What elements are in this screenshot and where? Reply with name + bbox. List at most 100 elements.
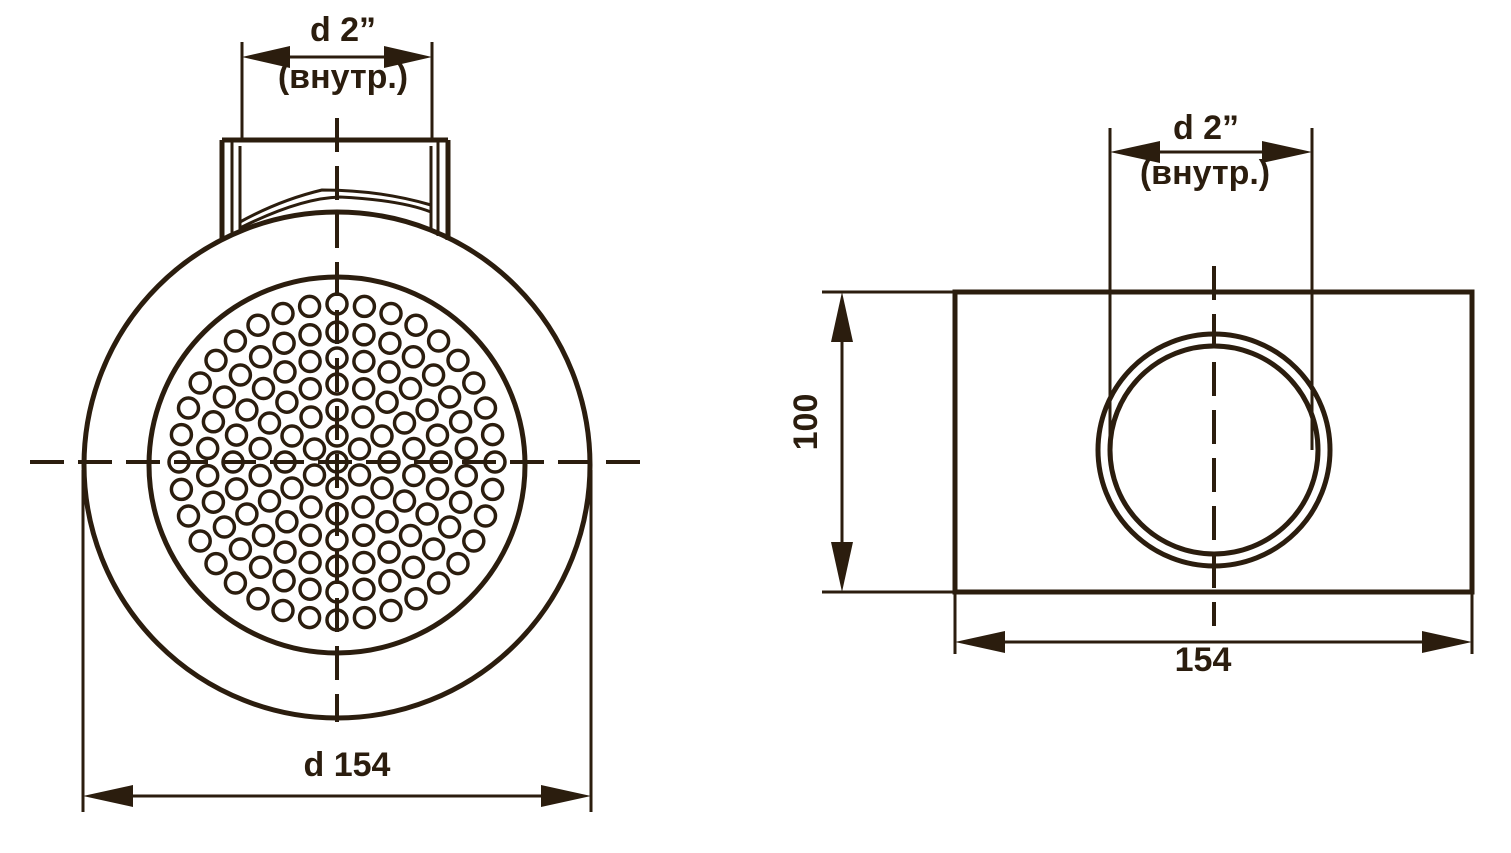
perforation-hole bbox=[402, 436, 426, 461]
perforation-hole bbox=[377, 360, 401, 384]
perforation-hole bbox=[201, 410, 226, 434]
perforation-hole bbox=[448, 410, 473, 434]
front-diameter-label: d 154 bbox=[304, 746, 391, 784]
perforation-hole bbox=[248, 555, 273, 579]
perforation-hole bbox=[415, 502, 439, 526]
perforation-hole bbox=[275, 390, 299, 414]
perforation-hole bbox=[378, 331, 402, 355]
perforation-hole bbox=[421, 537, 446, 561]
perforation-hole bbox=[246, 587, 270, 611]
perforation-hole bbox=[398, 523, 423, 548]
perforation-hole bbox=[299, 495, 323, 519]
perforation-hole bbox=[375, 390, 399, 414]
perforation-hole bbox=[446, 348, 470, 373]
perforation-hole bbox=[426, 571, 451, 595]
perforation-hole bbox=[370, 424, 394, 448]
perforation-hole bbox=[437, 515, 462, 539]
perforation-hole bbox=[462, 371, 486, 395]
perforation-hole bbox=[473, 504, 498, 528]
perforation-hole bbox=[352, 550, 376, 575]
perforation-hole bbox=[298, 349, 322, 374]
side-width-dimension: 154 bbox=[953, 592, 1474, 679]
perforation-hole bbox=[212, 515, 237, 539]
perforation-hole bbox=[275, 510, 299, 534]
perforation-hole bbox=[446, 551, 470, 576]
perforation-hole bbox=[454, 436, 479, 461]
perforation-hole bbox=[302, 463, 327, 487]
perforation-hole bbox=[421, 363, 446, 387]
perforation-hole bbox=[351, 523, 376, 548]
perforation-hole bbox=[379, 301, 403, 326]
perforation-hole bbox=[401, 345, 426, 369]
front-diameter-dimension: d 154 bbox=[81, 470, 593, 812]
perforation-hole bbox=[352, 294, 377, 319]
perforation-hole bbox=[473, 396, 498, 420]
perforation-hole bbox=[425, 423, 450, 447]
perforation-hole bbox=[272, 331, 296, 355]
side-height-dimension: 100 bbox=[787, 290, 955, 594]
perforation-hole bbox=[248, 463, 272, 488]
perforation-hole bbox=[347, 463, 372, 487]
perforation-hole bbox=[280, 424, 304, 448]
perforation-hole bbox=[375, 510, 399, 534]
perforation-hole bbox=[271, 598, 295, 623]
side-pipe-sublabel: (внутр.) bbox=[1140, 154, 1270, 192]
perforation-hole bbox=[480, 477, 505, 502]
front-view: d 2” (внутр.) d 154 bbox=[30, 11, 640, 812]
perforation-hole bbox=[398, 376, 423, 401]
perforation-hole bbox=[272, 569, 296, 593]
perforation-hole bbox=[280, 476, 304, 500]
perforation-hole bbox=[425, 477, 450, 501]
perforation-hole bbox=[246, 313, 270, 337]
perforation-hole bbox=[223, 571, 248, 595]
front-pipe-sublabel: (внутр.) bbox=[278, 58, 408, 96]
perforation-hole bbox=[224, 423, 249, 447]
perforation-hole bbox=[298, 523, 323, 548]
perforation-hole bbox=[299, 405, 323, 429]
perforation-hole bbox=[257, 411, 282, 435]
perforation-hole bbox=[351, 376, 376, 401]
side-pipe-dimension: d 2” (внутр.) bbox=[1108, 109, 1314, 450]
perforation-hole bbox=[176, 504, 201, 528]
perforation-hole bbox=[176, 396, 201, 420]
perforation-hole bbox=[273, 540, 297, 564]
perforation-hole bbox=[169, 422, 194, 447]
perforation-hole bbox=[392, 489, 417, 513]
perforation-hole bbox=[454, 463, 479, 488]
front-pipe-dimension: d 2” (внутр.) bbox=[240, 11, 434, 140]
side-height-label: 100 bbox=[787, 394, 825, 451]
perforation-hole bbox=[201, 490, 226, 514]
perforation-hole bbox=[204, 551, 228, 576]
perforation-hole bbox=[377, 540, 401, 564]
perforation-hole bbox=[351, 495, 375, 519]
perforation-hole bbox=[404, 587, 428, 611]
perforation-hole bbox=[248, 436, 272, 461]
perforation-hole bbox=[195, 436, 220, 461]
perforation-hole bbox=[297, 605, 322, 630]
perforation-hole bbox=[352, 577, 376, 601]
perforation-hole bbox=[347, 437, 372, 461]
perforation-hole bbox=[235, 398, 259, 422]
perforation-hole bbox=[204, 348, 228, 373]
perforation-hole bbox=[228, 537, 253, 561]
perforation-hole bbox=[251, 523, 276, 548]
perforation-hole bbox=[437, 385, 462, 409]
perforation-hole bbox=[248, 345, 273, 369]
perforation-hole bbox=[228, 363, 253, 387]
perforation-hole bbox=[480, 422, 505, 447]
perforation-hole bbox=[298, 577, 322, 601]
perforation-hole bbox=[298, 376, 323, 401]
perforation-hole bbox=[402, 463, 426, 488]
perforation-hole bbox=[224, 477, 249, 501]
perforation-hole bbox=[188, 529, 212, 553]
perforation-hole bbox=[298, 550, 322, 575]
perforation-hole bbox=[223, 329, 248, 353]
perforation-hole bbox=[370, 476, 394, 500]
perforation-hole bbox=[298, 323, 322, 347]
perforation-hole bbox=[462, 529, 486, 553]
side-pipe-label: d 2” bbox=[1173, 109, 1239, 147]
perforation-hole bbox=[351, 405, 375, 429]
perforation-hole bbox=[352, 323, 376, 347]
front-pipe-label: d 2” bbox=[310, 11, 376, 49]
